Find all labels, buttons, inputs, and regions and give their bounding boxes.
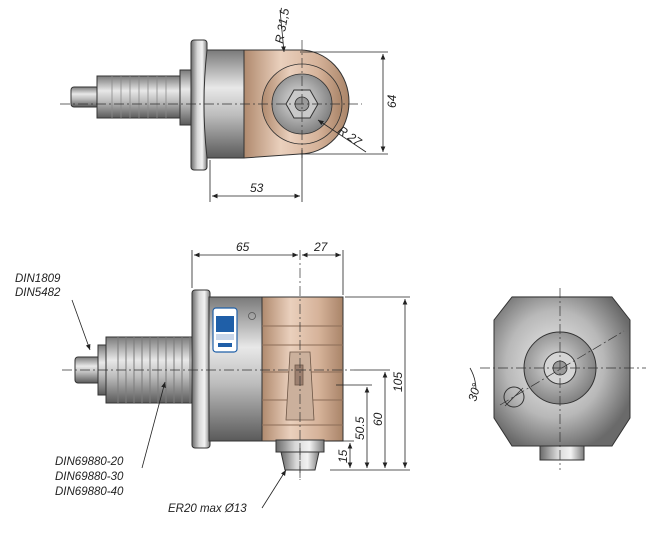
dim-27-label: 27 [313,240,329,254]
dim-r-27-label: R 27 [335,123,365,150]
top-neck [179,69,193,126]
label-din69880-40: DIN69880-40 [55,486,124,498]
dim-30-label: 30° [465,381,483,402]
dim-r-31-5: R 31,5 [272,7,292,53]
leader-din-top [71,299,91,351]
dim-15-label: 15 [336,449,350,463]
front-angle-arc [469,367,477,391]
leader-collet [261,469,287,509]
dim-r-31-5-label: R 31,5 [272,7,292,45]
front-centerline-30 [499,330,625,406]
top-view: R 31,5 R 27 64 53 [60,7,399,202]
dim-64: 64 [300,51,399,155]
dim-65: 65 [191,240,298,288]
front-collet-stub [539,445,585,461]
side-flange [191,289,211,449]
label-collet: ER20 max Ø13 [168,503,247,515]
front-bolt-hole [503,386,525,408]
front-view: 30° [465,288,646,470]
dim-15: 15 [326,440,354,468]
label-din69880-20: DIN69880-20 [55,456,124,468]
dim-27: 27 [302,240,344,295]
leader-din-bottom [141,381,166,469]
label-din5482: DIN5482 [15,287,61,299]
label-din1809: DIN1809 [15,273,61,285]
manufacturer-logo [212,307,238,353]
dim-53: 53 [209,150,303,202]
dim-53-label: 53 [250,181,264,195]
dim-105: 105 [330,296,410,471]
side-spindle-key [294,364,304,386]
dim-50-5-label: 50.5 [353,416,367,440]
label-din69880-30: DIN69880-30 [55,471,124,483]
dim-65-label: 65 [236,240,250,254]
side-view: 65 27 105 60 50.5 [15,240,410,515]
top-thread-lines [111,76,167,118]
dim-60: 60 [354,369,390,468]
side-screw [248,312,256,320]
dim-60-label: 60 [371,412,385,426]
dim-50-5: 50.5 [336,384,372,468]
dim-105-label: 105 [391,372,405,392]
dim-64-label: 64 [385,94,399,108]
